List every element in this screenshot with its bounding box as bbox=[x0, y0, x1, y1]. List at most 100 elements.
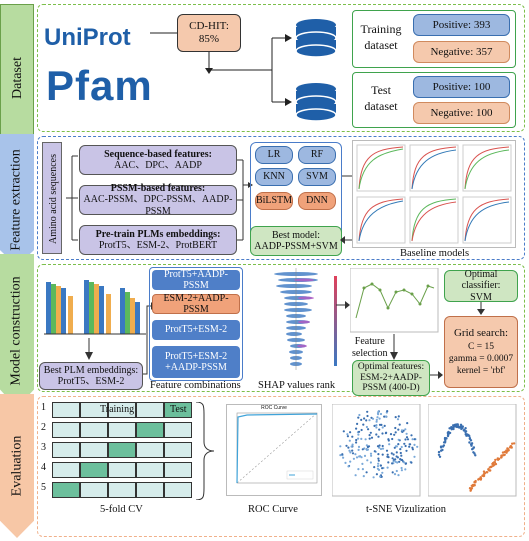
tsne-point bbox=[497, 457, 501, 461]
tsne-point bbox=[442, 444, 446, 447]
cv-row-number-5: 5 bbox=[41, 482, 46, 493]
tsne-point bbox=[397, 438, 400, 441]
classifier-to-grid-arrow bbox=[477, 302, 485, 315]
uniprot-logo-text: UniProt bbox=[44, 24, 131, 51]
tsne-point bbox=[377, 435, 380, 438]
tsne-point bbox=[368, 419, 371, 422]
best-plm-box: Best PLM embeddings: ProtT5、ESM-2 bbox=[39, 362, 143, 390]
tsne-point bbox=[352, 457, 355, 460]
tsne-point bbox=[355, 427, 358, 430]
tsne-point bbox=[470, 442, 473, 446]
stage-label-model-construction: Model construction bbox=[9, 276, 25, 386]
tsne-point bbox=[365, 444, 368, 447]
tsne-point bbox=[360, 418, 363, 421]
roc-figure: ROC Curve bbox=[226, 404, 322, 496]
tsne-point bbox=[377, 453, 380, 456]
tsne-point bbox=[404, 438, 407, 441]
tsne-point bbox=[464, 430, 468, 433]
tsne-point bbox=[383, 424, 386, 427]
tsne-point bbox=[375, 433, 378, 436]
tsne-point bbox=[364, 438, 367, 441]
selection-arrows bbox=[390, 334, 398, 360]
tsne-point bbox=[349, 451, 352, 454]
cv-training-label: Training bbox=[100, 404, 135, 415]
cv-cell bbox=[80, 482, 108, 498]
tsne-point bbox=[503, 453, 506, 456]
sequence-features-items: AAC、DPC、AADP bbox=[114, 160, 202, 171]
tsne-point bbox=[348, 439, 351, 442]
cv-cell bbox=[80, 462, 108, 478]
tsne-point bbox=[448, 427, 451, 430]
plm-bar-chart bbox=[44, 280, 146, 335]
tsne-point bbox=[376, 467, 379, 470]
tsne-point bbox=[358, 413, 361, 417]
tsne-point bbox=[369, 461, 372, 464]
uniprot-logo: UniProt bbox=[44, 24, 131, 52]
stage-label-feature-extraction: Feature extraction bbox=[9, 149, 25, 251]
cv-caption: 5-fold CV bbox=[100, 504, 143, 515]
tsne-point bbox=[489, 469, 492, 472]
tsne-point bbox=[376, 465, 380, 468]
tsne-point bbox=[370, 454, 373, 457]
tsne-point bbox=[386, 455, 389, 458]
tsne-point bbox=[349, 460, 352, 463]
tsne-point bbox=[357, 445, 361, 448]
tsne-point bbox=[355, 438, 358, 442]
tsne-point bbox=[377, 410, 380, 413]
tsne-point bbox=[391, 471, 394, 474]
tsne-point bbox=[373, 450, 376, 453]
tsne-point bbox=[437, 453, 441, 456]
shap-caption: SHAP values rank bbox=[258, 380, 336, 391]
tsne-point bbox=[390, 452, 393, 455]
tsne-point bbox=[406, 422, 409, 425]
grid-search-c: C = 15 bbox=[468, 341, 494, 352]
tsne-point bbox=[393, 433, 396, 436]
optimal-classifier-box: Optimal classifier: SVM bbox=[444, 269, 518, 303]
tsne-point bbox=[399, 451, 402, 455]
tsne-point bbox=[394, 431, 397, 434]
tsne-point bbox=[408, 445, 411, 448]
tsne-point bbox=[416, 445, 419, 448]
tsne-point bbox=[397, 428, 400, 431]
tsne-point bbox=[361, 462, 364, 465]
tsne-point bbox=[357, 433, 360, 436]
model-svm: SVM bbox=[298, 168, 336, 186]
evaluation-section bbox=[37, 396, 525, 537]
tsne-point bbox=[378, 444, 381, 447]
cv-brace bbox=[195, 402, 215, 500]
tsne-point bbox=[360, 428, 363, 432]
tsne-point bbox=[357, 437, 360, 440]
tsne-point bbox=[378, 417, 381, 420]
tsne-point bbox=[355, 441, 358, 444]
grid-search-title: Grid search: bbox=[453, 327, 509, 340]
tsne-point bbox=[350, 445, 353, 448]
tsne-point bbox=[503, 450, 506, 454]
tsne-point bbox=[411, 448, 414, 451]
tsne-point bbox=[347, 465, 350, 468]
tsne-point bbox=[356, 422, 359, 425]
tsne-point bbox=[397, 415, 400, 418]
cv-row-number-3: 3 bbox=[41, 442, 46, 453]
tsne-point bbox=[357, 416, 360, 419]
tsne-point bbox=[370, 436, 374, 439]
tsne-point bbox=[349, 431, 352, 434]
tsne-point bbox=[409, 443, 412, 446]
feature-selection-chart bbox=[350, 268, 439, 333]
tsne-point bbox=[351, 452, 355, 455]
tsne-point bbox=[375, 473, 378, 476]
roc-caption: ROC Curve bbox=[248, 504, 298, 515]
tsne-point bbox=[507, 449, 510, 452]
tsne-point bbox=[386, 410, 389, 413]
tsne-point bbox=[386, 453, 389, 456]
dataset-connectors bbox=[150, 32, 292, 106]
model-dnn: DNN bbox=[298, 192, 336, 210]
tsne-point bbox=[470, 444, 473, 447]
pfam-logo: Pfam bbox=[46, 62, 153, 110]
tsne-point bbox=[363, 417, 366, 420]
tsne-point bbox=[392, 453, 395, 456]
tsne-point bbox=[438, 455, 442, 458]
tsne-point bbox=[358, 455, 361, 458]
tsne-point bbox=[405, 436, 409, 439]
plm-features-box: Pre-train PLMs embeddings: ProtT5、ESM-2、… bbox=[79, 225, 237, 255]
cv-cell bbox=[80, 402, 108, 418]
